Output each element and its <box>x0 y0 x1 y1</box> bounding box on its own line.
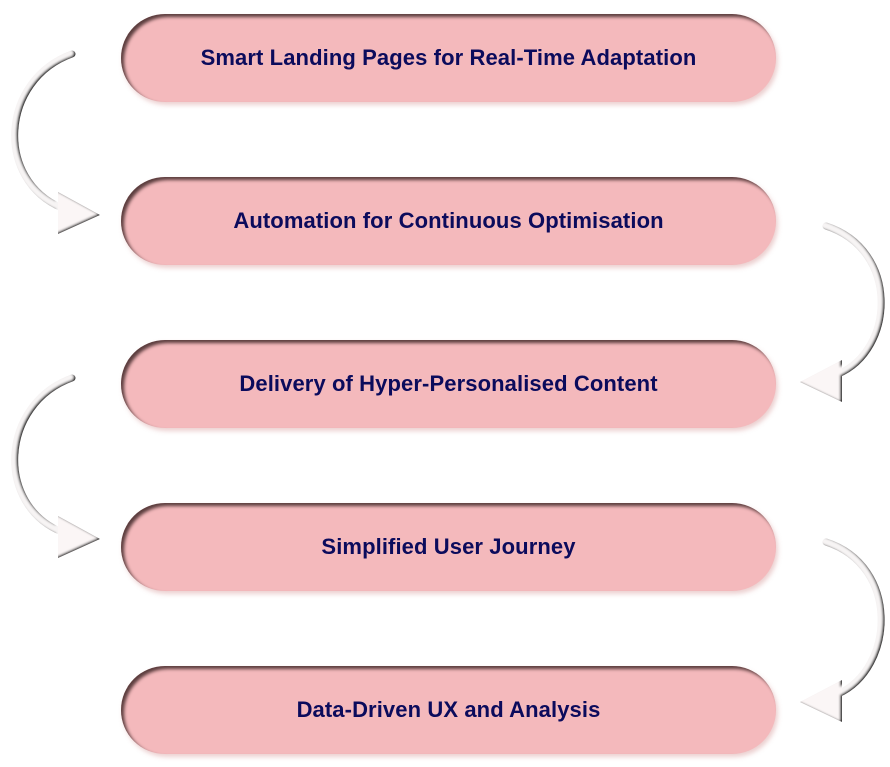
step-4-label: Simplified User Journey <box>321 534 576 559</box>
step-3-label: Delivery of Hyper-Personalised Content <box>239 371 658 396</box>
arrow-1-to-2 <box>11 50 100 234</box>
step-1-pill: Smart Landing Pages for Real-Time Adapta… <box>121 14 776 102</box>
step-4-pill: Simplified User Journey <box>121 503 776 591</box>
step-3-pill: Delivery of Hyper-Personalised Content <box>121 340 776 428</box>
arrow-2-to-3 <box>800 222 885 402</box>
arrow-4-to-5 <box>800 538 885 722</box>
step-1-label: Smart Landing Pages for Real-Time Adapta… <box>200 45 697 70</box>
step-5-label: Data-Driven UX and Analysis <box>296 697 601 722</box>
step-2-label: Automation for Continuous Optimisation <box>233 208 664 233</box>
arrow-3-to-4 <box>11 374 100 558</box>
step-2-pill: Automation for Continuous Optimisation <box>121 177 776 265</box>
step-5-pill: Data-Driven UX and Analysis <box>121 666 776 754</box>
